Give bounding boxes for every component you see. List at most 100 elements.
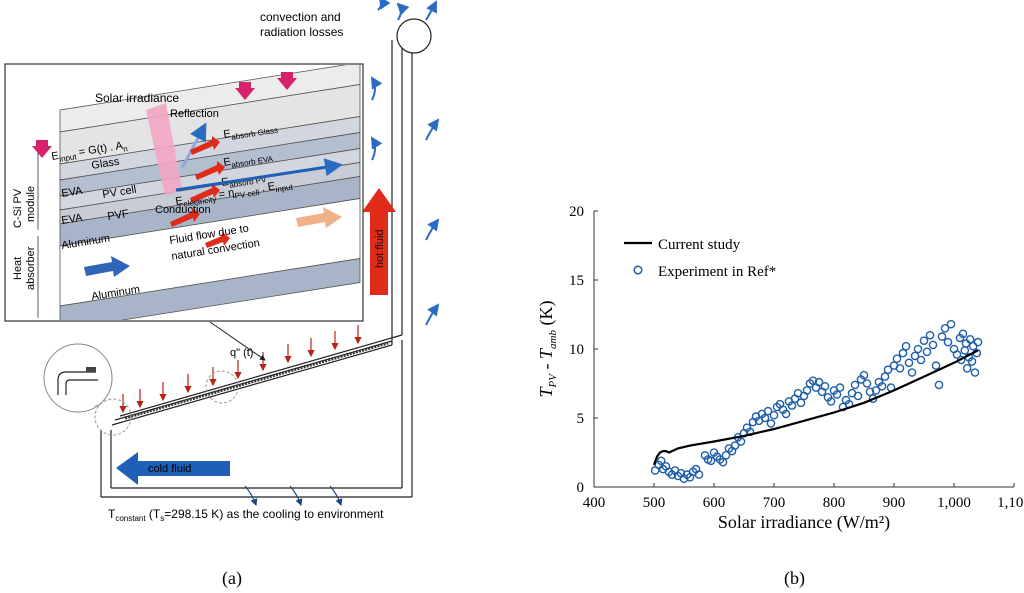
scatter-point [928,340,938,350]
x-tick-label: 1,000 [937,495,971,511]
scatter-point [721,450,731,460]
scatter-point [901,341,911,351]
right-riser-pipe [391,40,403,345]
electricity-arrow [175,158,343,192]
scatter-point [808,376,818,386]
scatter-point [853,391,863,401]
y-tick-label: 0 [577,480,585,496]
scatter-point [787,401,797,410]
scatter-point [796,398,806,408]
legend-scatter-swatch [633,265,643,275]
inset-cross-section: C-Si PV module Heat absorber Solar irrad… [4,63,364,322]
reflection-label: Reflection [170,108,219,120]
group-module-label-2: module [25,186,37,222]
scatter-point [826,397,836,406]
absorption-arrows [170,136,230,248]
irradiance-beam [146,103,182,196]
y-tick-label: 15 [569,273,584,289]
scatter-point [814,377,824,387]
layer-aluminum-bottom [59,258,361,320]
zoom-circle-large [43,343,113,413]
scatter-point [859,370,869,380]
x-tick-label: 500 [643,495,666,511]
scatter-point [892,354,902,364]
left-riser-pipe [100,430,112,497]
reflection-arrow [180,122,207,169]
scatter-point [973,337,983,347]
scatter-point [877,381,887,391]
pipe-loop [100,30,413,498]
layer-label-glass: Glass [91,156,121,172]
zoom-detail [57,371,98,395]
scatter-point [961,339,971,348]
zoom-circle-small-mid [205,370,239,404]
scatter-point [895,363,905,373]
scatter-point [934,380,944,390]
scatter-point [898,348,908,358]
solar-irradiance-label: Solar irradiance [95,91,179,105]
scatter-point [925,330,935,340]
scatter-point [919,336,929,346]
scatter-point [907,368,917,377]
scatter-point [718,457,728,467]
y-tick-label: 10 [569,342,584,358]
scatter-point [965,334,975,344]
scatter-point [736,437,746,446]
sloped-collector-pipe [111,334,403,426]
scatter-point [730,441,740,450]
fluid-flow-in-arrow [84,256,130,277]
scatter-point [769,410,779,420]
scatter-point [802,386,812,395]
bottom-return-pipe [101,487,412,498]
scatter-point [832,390,842,399]
scatter-point [958,329,968,339]
zoom-connector-a [94,404,101,407]
scatter-point [940,323,950,333]
group-module-label-1: C-Si PV [12,188,24,228]
x-tick-label: 1,100 [997,495,1024,511]
losses-label-line2: radiation losses [260,25,343,39]
layer-label-pv-cell: PV cell [102,184,138,201]
y-axis-label: TPV - Tamb (K) [536,301,559,398]
bottom-boundary-label: Tconstant (Ts=298.15 K) as the cooling t… [108,507,384,523]
scatter-point [910,351,920,361]
scatter-point [931,361,941,370]
scatter-point [694,470,704,479]
scatter-point [922,347,932,357]
pv-collector-strip [124,341,389,420]
cold-fluid-label: cold fluid [148,463,191,475]
scatter-point [946,319,956,329]
scatter-point [937,332,947,341]
scatter-point [760,413,770,423]
scatter-point [962,363,972,373]
layer-label-pvf: PVF [107,208,130,223]
panel-b-caption: (b) [784,568,805,589]
x-tick-label: 800 [823,495,846,511]
zoom-detail-block [86,367,96,372]
layer-label-eva-bottom: EVA [61,212,84,227]
cold-fluid-arrow [116,452,230,485]
chart-legend: Current study Experiment in Ref* [624,237,776,280]
zoom-circle-small-left [94,398,132,436]
scatter-point [970,368,980,377]
group-absorber-label-2: absorber [25,246,37,290]
scatter-point [968,341,978,351]
losses-label-line1: convection and [260,10,341,24]
legend-experiment: Experiment in Ref* [658,264,776,280]
scatter-point [883,365,893,375]
series-experiment [650,319,983,484]
scatter-point [766,419,776,428]
scatter-point [706,456,716,466]
heat-flux-label: q" (t) [230,347,253,359]
y-tick-label: 20 [569,204,584,220]
fluid-flow-out-arrow [296,207,342,228]
scatter-point [904,358,914,368]
scatter-point [967,357,977,366]
scatter-point [871,386,881,395]
panel-a: hot fluid cold fluid q" (t) [4,0,440,589]
x-tick-label: 600 [703,495,726,511]
solar-input-arrows [32,72,297,158]
series-current-study-line [652,349,979,466]
